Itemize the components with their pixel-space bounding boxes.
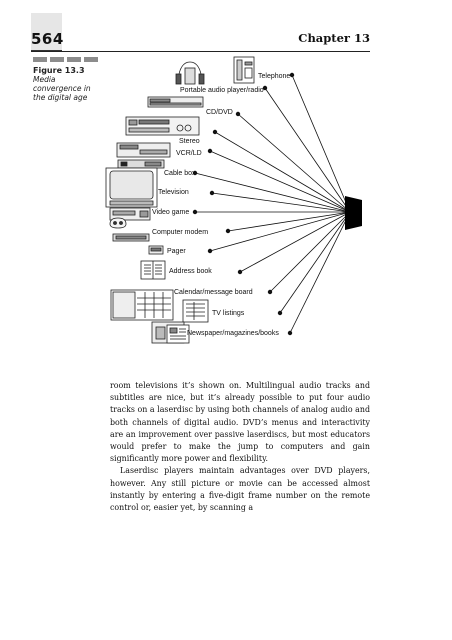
figure-caption: Media convergence in the digital age <box>33 75 91 102</box>
newspaper-magazines-books-icon <box>151 321 190 344</box>
computer-modem-icon <box>112 233 150 242</box>
paragraph-1: room televisions it’s shown on. Multilin… <box>110 381 370 464</box>
cable-box-icon <box>117 159 165 169</box>
label-newspaper: Newspaper/magazines/books <box>187 330 279 337</box>
label-tv-listings: TV listings <box>212 310 245 317</box>
address-book-icon <box>140 260 166 280</box>
page-number: 564 <box>31 30 64 48</box>
television-icon <box>105 167 158 208</box>
label-cd-dvd: CD/DVD <box>206 109 233 116</box>
video-game-icon <box>109 207 151 229</box>
media-convergence-diagram: Telephone Portable audio player/radio CD… <box>105 56 362 344</box>
telephone-icon <box>233 56 255 84</box>
paragraph-2: Laserdisc players maintain advantages ov… <box>110 466 370 513</box>
portable-audio-player-icon <box>175 61 205 85</box>
header-rule <box>31 51 370 52</box>
chapter-title: Chapter 13 <box>298 31 370 45</box>
calendar-icon <box>110 289 174 321</box>
label-calendar: Calendar/message board <box>174 289 253 296</box>
pager-icon <box>148 245 164 255</box>
label-telephone: Telephone <box>258 73 290 80</box>
label-vcr-ld: VCR/LD <box>176 150 202 157</box>
figure-marker-bars <box>33 57 98 62</box>
convergence-device-icon <box>345 196 362 230</box>
tv-listings-icon <box>182 299 209 323</box>
label-pager: Pager <box>167 248 186 255</box>
body-text: room televisions it’s shown on. Multilin… <box>110 380 370 514</box>
cd-dvd-player-icon <box>147 96 204 108</box>
figure-number: Figure 13.3 <box>33 66 85 75</box>
line-endpoint-dots <box>192 72 295 336</box>
label-television: Television <box>158 189 189 196</box>
vcr-ld-icon <box>116 142 171 158</box>
label-stereo: Stereo <box>179 138 200 145</box>
label-cable-box: Cable box <box>164 170 196 177</box>
label-video-game: Video game <box>152 209 189 216</box>
label-computer-modem: Computer modem <box>152 229 208 236</box>
convergence-lines <box>194 74 351 334</box>
label-portable-audio: Portable audio player/radio <box>180 87 264 94</box>
label-address-book: Address book <box>169 268 212 275</box>
stereo-icon <box>125 116 200 136</box>
figure-caption-block: Figure 13.3 Media convergence in the dig… <box>33 66 95 102</box>
